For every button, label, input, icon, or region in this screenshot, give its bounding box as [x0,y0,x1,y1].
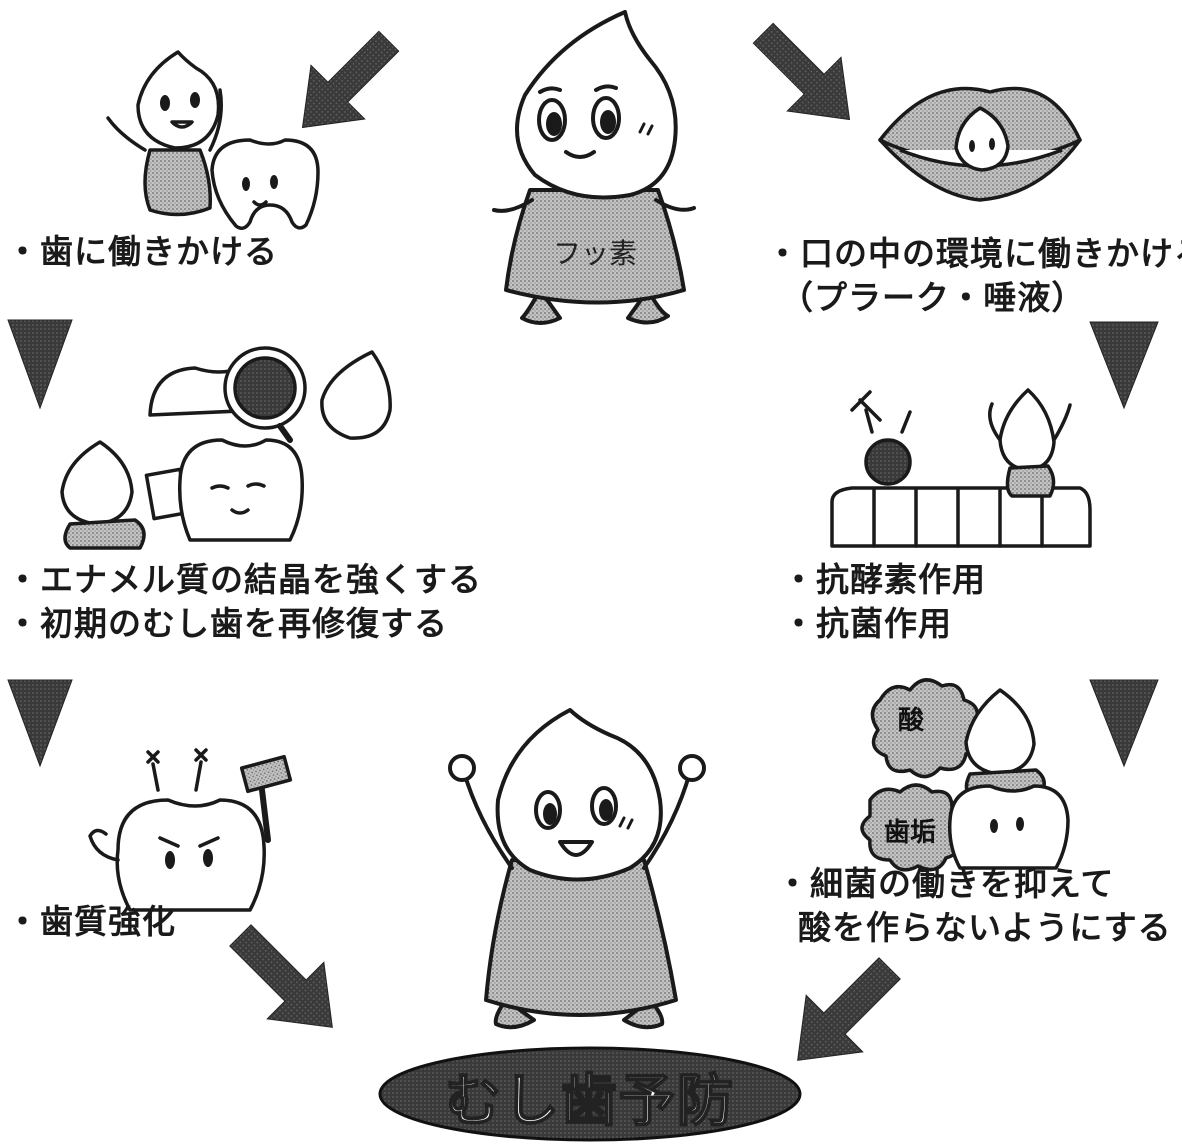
arrow-right-2 [1089,679,1159,768]
arrow-to-prevention-left [229,924,333,1028]
label-bacteria: ・細菌の働きを抑えて 酸を作らないようにする [776,864,1172,947]
teeth-illustration [106,50,320,230]
character-shirt-text: フッ素 [552,237,637,270]
label-tooth-strength: ・歯質強化 [6,902,176,941]
arrow-left-1 [7,319,73,410]
arrow-to-prevention-right [797,957,901,1061]
arrows [7,22,1159,1061]
arrow-to-teeth [301,30,400,129]
fluoride-character-illustration [492,10,696,325]
strong-tooth-illustration [88,748,293,912]
plaque-bubble-text: 歯垢 [884,818,937,848]
acid-bubble-text: 酸 [898,706,925,736]
mouth-illustration [878,86,1082,202]
prevention-badge-text: むし歯予防 [444,1068,735,1135]
label-mouth-environment: ・口の中の環境に働きかける （プラーク・唾液） [766,234,1182,317]
happy-character-illustration [448,708,706,1030]
arrow-left-2 [7,679,73,768]
arrow-to-mouth [752,22,851,121]
acid-plaque-illustration [860,678,1070,872]
enamel-crystal-illustration [60,346,392,550]
arrow-right-1 [1089,321,1159,410]
antibacterial-illustration [830,388,1092,548]
prevention-badge-shape [378,1046,802,1142]
label-enzyme: ・抗酵素作用 ・抗菌作用 [782,560,986,643]
label-enamel: ・エナメル質の結晶を強くする ・初期のむし歯を再修復する [6,560,482,643]
label-teeth: ・歯に働きかける [6,232,278,271]
